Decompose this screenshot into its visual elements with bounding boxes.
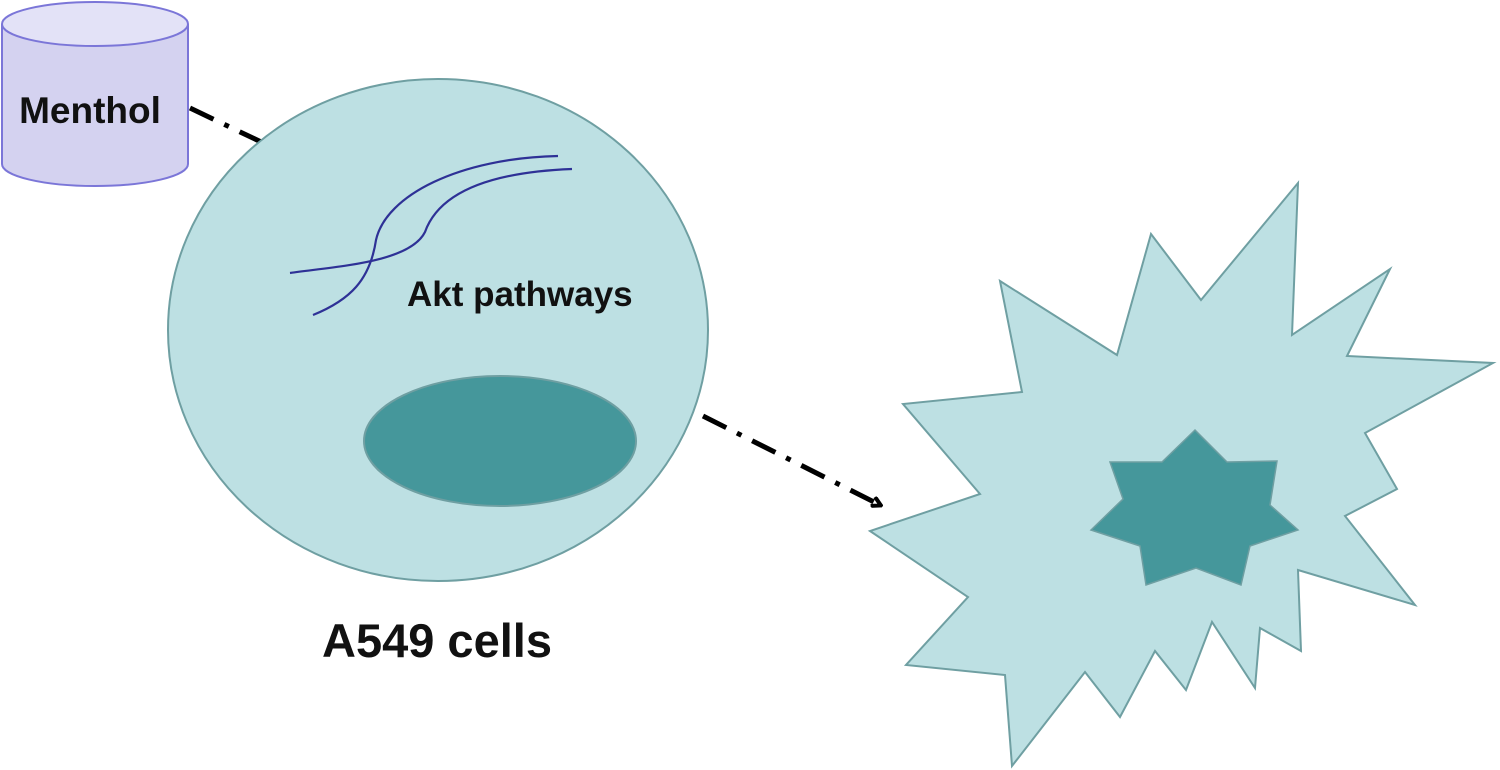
cell-to-death-arrow (701, 413, 880, 505)
apoptotic-cell (867, 180, 1497, 769)
menthol-cylinder: Menthol (1, 1, 189, 187)
pathway-label: Akt pathways (407, 275, 633, 314)
akt-pathway-line-1 (312, 154, 559, 317)
cell-nucleus (363, 375, 637, 507)
cell-body (167, 78, 709, 582)
cylinder-top (1, 1, 189, 47)
akt-pathway-line-2 (289, 167, 573, 275)
a549-cell: Akt pathways (167, 78, 709, 582)
drug-label: Menthol (19, 90, 161, 131)
cell-line-label: A549 cells (322, 614, 552, 667)
fragmented-nucleus (1089, 428, 1300, 587)
cylinder-body (1, 24, 189, 187)
